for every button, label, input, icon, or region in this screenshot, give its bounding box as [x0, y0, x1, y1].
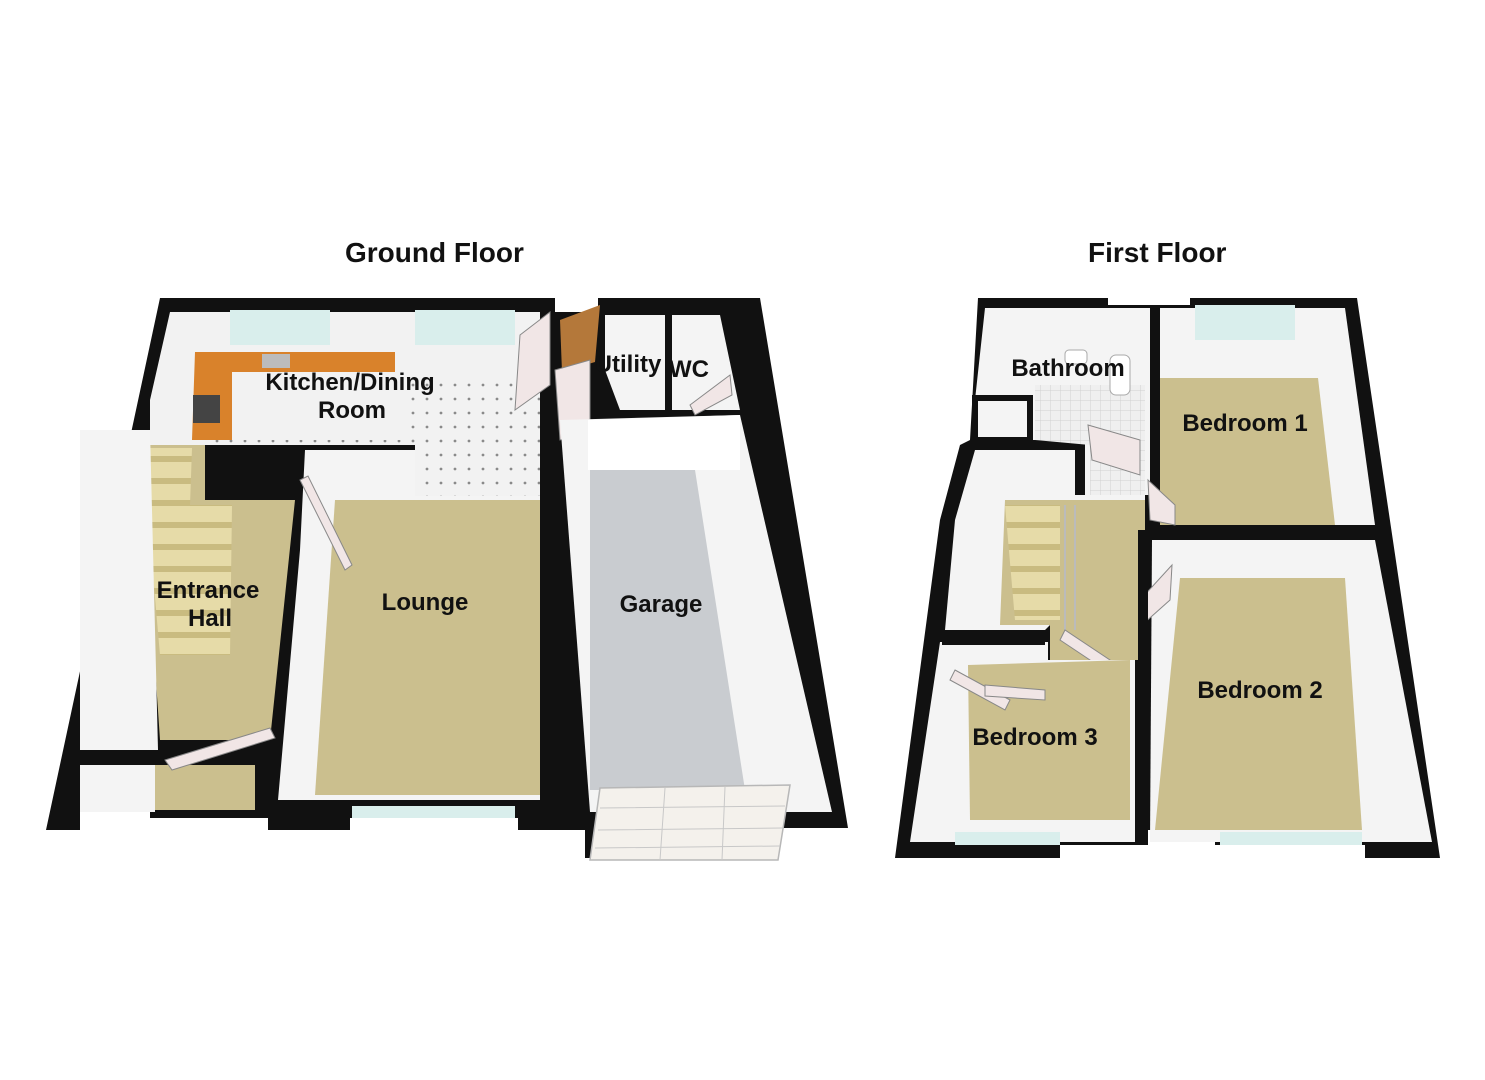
first-floor-plan: Bathroom Bedroom 1 Bedroom 2 Bedroom 3: [895, 298, 1440, 858]
room-label-bedroom-3: Bedroom 3: [972, 724, 1097, 751]
first-floor-title: First Floor: [1088, 237, 1227, 268]
hob-icon: [193, 395, 220, 423]
kitchen-door: [514, 310, 551, 412]
bedroom2-floor: [1155, 578, 1362, 830]
room-label-kitchen-dining: Kitchen/Dining: [265, 369, 434, 396]
room-label-wc: WC: [669, 356, 709, 383]
kitchen-window: [230, 310, 515, 345]
room-label-garage: Garage: [620, 591, 703, 618]
sink-icon: [262, 354, 290, 368]
room-label-entrance: Entrance: [157, 577, 260, 604]
wc-door: [689, 374, 733, 416]
garage-floor: [590, 470, 745, 790]
garage-door: [589, 784, 791, 861]
room-label-kitchen-dining-room: Room: [318, 397, 386, 424]
kitchen-worktop: [192, 352, 395, 440]
entrance-stairs: [142, 448, 232, 655]
hall-wall-interior: [80, 430, 158, 750]
bedroom1-door: [1147, 478, 1176, 526]
first-floor-partition: [1138, 530, 1148, 845]
lounge-door: [299, 475, 353, 571]
front-door: [164, 727, 276, 771]
lounge-floor: [315, 500, 540, 795]
bedroom1-window: [1195, 305, 1295, 340]
bedroom3-door: [984, 684, 1046, 701]
bedroom3-window: [955, 832, 1060, 845]
porch-floor: [155, 765, 255, 810]
toilet-icon: [1109, 354, 1131, 396]
room-label-bedroom-1: Bedroom 1: [1182, 410, 1307, 437]
bedroom2-window: [1220, 832, 1362, 845]
room-label-hall: Hall: [188, 605, 232, 632]
room-label-utility: Utility: [595, 351, 662, 378]
back-door: [560, 305, 600, 372]
ground-floor-plan: Kitchen/Dining Room Utility WC Entrance …: [46, 298, 848, 861]
basin-icon: [1064, 349, 1088, 365]
landing-stairs: [1005, 505, 1060, 620]
dining-floor-tiles: [210, 375, 540, 496]
room-label-lounge: Lounge: [382, 589, 469, 616]
ground-floor-title: Ground Floor: [345, 237, 524, 268]
bedroom3-top-wall: [942, 635, 1045, 645]
bedroom-partition: [1148, 528, 1380, 538]
airing-cupboard: [972, 395, 1033, 443]
bathroom-door: [1087, 424, 1141, 476]
room-label-bedroom-2: Bedroom 2: [1197, 677, 1322, 704]
utility-floor: [605, 315, 665, 410]
bedroom1-floor: [1160, 378, 1335, 525]
garage-rear-wall: [588, 415, 740, 470]
lounge-window: [352, 806, 515, 818]
room-label-bathroom: Bathroom: [1011, 355, 1124, 382]
porch-wall: [80, 765, 155, 812]
